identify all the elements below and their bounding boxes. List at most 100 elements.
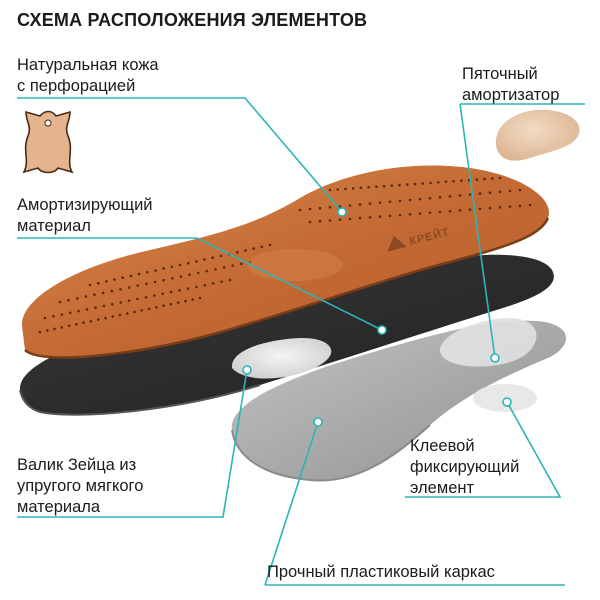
perforation-dot <box>398 199 402 203</box>
perforation-dot <box>67 324 71 328</box>
label-adhesive-line3: элемент <box>410 479 475 497</box>
adhesive-element <box>439 318 537 367</box>
perforation-dot <box>491 177 494 180</box>
perforation-dot <box>119 301 122 304</box>
perforation-dot <box>196 271 200 275</box>
perforation-dot <box>438 210 442 214</box>
perforation-dot <box>169 302 173 306</box>
perforation-dot <box>428 196 432 200</box>
perforation-dot <box>252 247 255 250</box>
perforation-dot <box>211 256 214 260</box>
perforation-dot <box>184 299 187 303</box>
perforation-dot <box>214 268 217 271</box>
perforation-dot <box>111 302 114 306</box>
perforation-dot <box>368 216 372 219</box>
perforation-dot <box>518 204 522 208</box>
leader-cushion <box>17 237 383 331</box>
perforation-dot <box>188 273 191 277</box>
perforation-dot <box>136 297 139 301</box>
perforation-dot <box>488 191 492 194</box>
leather-perforations <box>38 176 532 334</box>
perforation-dot <box>398 213 402 217</box>
leader-leather <box>17 97 343 213</box>
label-leather-line2: с перфорацией <box>17 77 136 95</box>
perforation-dot <box>127 299 131 303</box>
perforation-dot <box>338 218 342 221</box>
perforation-dot <box>88 283 92 287</box>
perforation-dot <box>38 330 42 334</box>
label-heel-line1: Пяточный <box>462 65 538 83</box>
perforation-dot <box>127 286 131 289</box>
label-roller: Валик Зейца из упругого мягкого материал… <box>17 455 143 518</box>
perforation-dot <box>359 186 363 190</box>
perforation-dot <box>308 220 312 224</box>
perforation-dot <box>528 203 532 207</box>
perforation-dot <box>418 197 422 201</box>
arch-support-bump <box>247 249 343 281</box>
leader-roller <box>17 369 248 518</box>
perforation-dot <box>318 219 322 223</box>
perforation-dot <box>222 266 226 269</box>
perforation-dot <box>244 249 247 252</box>
perforation-dot <box>96 318 100 321</box>
perforation-dot <box>102 304 106 308</box>
perforation-dot <box>344 187 347 191</box>
label-adhesive-line1: Клеевой <box>410 437 475 455</box>
perforation-dot <box>390 184 394 187</box>
perforation-dot <box>468 208 472 211</box>
perforation-dot <box>240 262 243 266</box>
leader-adhesive <box>405 401 562 498</box>
perforation-dot <box>388 214 392 218</box>
perforation-dot <box>298 208 302 212</box>
perforation-dot <box>458 209 462 212</box>
label-cushion-line1: Амортизирующий <box>17 196 153 214</box>
perforation-dot <box>378 201 382 204</box>
perforation-dot <box>154 269 157 272</box>
perforation-dot <box>121 276 124 280</box>
perforation-dot <box>119 288 122 291</box>
perforation-dot <box>136 284 139 287</box>
perforation-dot <box>113 278 116 281</box>
leather-hide-icon <box>22 110 74 174</box>
perforation-dot <box>68 311 72 315</box>
perforation-dot <box>260 245 264 249</box>
perforation-dot <box>508 205 512 208</box>
perforation-dot <box>483 177 486 181</box>
label-cushion-line2: материал <box>17 217 91 235</box>
perforation-dot <box>444 180 448 184</box>
perforation-dot <box>358 216 362 220</box>
perforation-dot <box>169 290 173 294</box>
perforation-dot <box>161 292 164 296</box>
perforation-dot <box>458 194 462 197</box>
perforation-dot <box>318 206 322 210</box>
perforation-dot <box>498 176 502 180</box>
label-roller-line2: упругого мягкого <box>17 477 144 495</box>
perforation-dot <box>498 190 502 194</box>
perforation-dot <box>358 203 362 206</box>
perforation-dot <box>268 243 272 247</box>
label-heel: Пяточный амортизатор <box>462 64 559 106</box>
perforation-dot <box>375 185 378 188</box>
perforation-dot <box>111 315 114 318</box>
heel-shock-absorber <box>495 109 580 161</box>
perforation-dot <box>328 206 332 209</box>
perforation-dot <box>75 323 78 326</box>
perforation-dot <box>338 205 342 208</box>
perforation-dot <box>228 278 232 282</box>
label-adhesive: Клеевой фиксирующий элемент <box>410 436 519 499</box>
perforation-dot <box>146 271 149 274</box>
perforation-dot <box>162 304 165 308</box>
perforation-dot <box>144 296 148 299</box>
plastic-frame-edge <box>231 424 431 482</box>
perforation-dot <box>46 329 49 332</box>
label-frame: Прочный пластиковый каркас <box>267 562 495 583</box>
perforation-dot <box>118 313 122 317</box>
perforation-dot <box>94 306 97 309</box>
perforation-dot <box>351 187 355 190</box>
perforation-dot <box>58 300 62 304</box>
perforation-dot <box>126 312 129 315</box>
perforation-dot <box>336 188 340 191</box>
leader-frame-up <box>264 421 319 586</box>
perforation-dot <box>448 209 452 213</box>
